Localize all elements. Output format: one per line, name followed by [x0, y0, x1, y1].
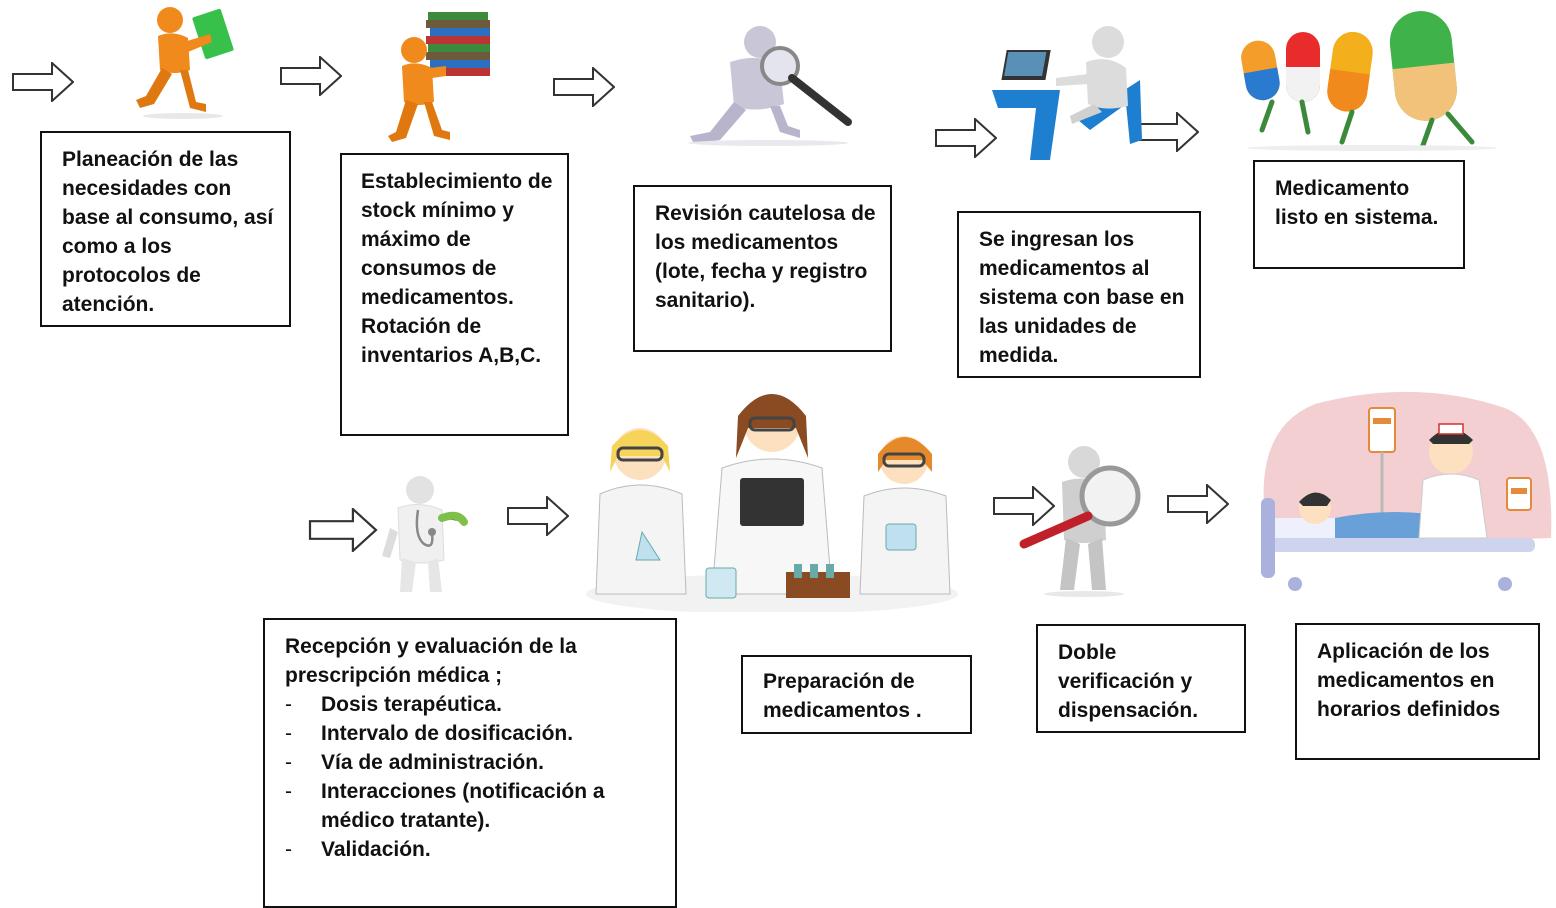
arrow-icon [935, 118, 997, 158]
list-item: Interacciones (notificación a médico tra… [285, 777, 665, 835]
step-preparacion: Preparación de medicamentos . [741, 655, 972, 734]
arrow-icon [507, 496, 569, 536]
step-planeacion-text: Planeación de las necesidades con base a… [62, 148, 274, 316]
step-doble: Doble verificación y dispensación. [1036, 624, 1246, 733]
nurse-patient-icon [1261, 391, 1552, 591]
arrow-icon [553, 67, 615, 107]
step-revision-text: Revisión cautelosa de los medicamentos (… [655, 202, 876, 312]
list-item: Intervalo de dosificación. [285, 719, 665, 748]
magnifier-verification-icon [1019, 446, 1141, 597]
step-recepcion: Recepción y evaluación de la prescripció… [263, 618, 677, 908]
arrow-icon [280, 56, 342, 96]
person-with-magnifier-icon [688, 26, 852, 146]
recepcion-list: Dosis terapéutica. Intervalo de dosifica… [285, 690, 665, 864]
step-doble-text: Doble verificación y dispensación. [1058, 641, 1199, 722]
step-listo: Medicamento listo en sistema. [1253, 160, 1465, 269]
step-ingreso-text: Se ingresan los medicamentos al sistema … [979, 228, 1185, 367]
doctor-icon [382, 476, 468, 592]
step-planeacion: Planeación de las necesidades con base a… [40, 131, 291, 327]
list-item: Vía de administración. [285, 748, 665, 777]
step-revision: Revisión cautelosa de los medicamentos (… [633, 185, 892, 352]
person-carrying-folder-icon [136, 7, 234, 119]
step-establecimiento-text: Establecimiento de stock mínimo y máximo… [361, 170, 553, 367]
lab-scientists-icon [586, 394, 958, 612]
list-item: Validación. [285, 835, 665, 864]
arrow-icon [12, 62, 74, 102]
person-at-computer-icon [992, 26, 1142, 160]
step-ingreso: Se ingresan los medicamentos al sistema … [957, 211, 1201, 378]
arrow-icon [1167, 484, 1229, 524]
step-recepcion-title: Recepción y evaluación de la prescripció… [285, 635, 577, 687]
walking-pills-icon [1241, 11, 1497, 151]
step-establecimiento: Establecimiento de stock mínimo y máximo… [340, 153, 569, 436]
arrow-icon [307, 508, 379, 552]
list-item: Dosis terapéutica. [285, 690, 665, 719]
person-carrying-books-icon [388, 12, 490, 142]
step-aplicacion-text: Aplicación de los medicamentos en horari… [1317, 640, 1501, 721]
step-preparacion-text: Preparación de medicamentos . [763, 670, 922, 722]
step-listo-text: Medicamento listo en sistema. [1275, 177, 1439, 229]
step-aplicacion: Aplicación de los medicamentos en horari… [1295, 623, 1540, 760]
